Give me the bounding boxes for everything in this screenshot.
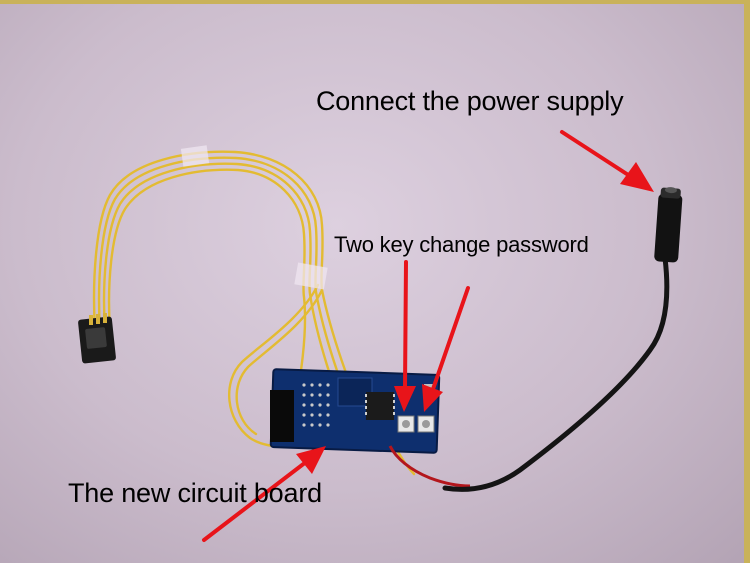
frame-top-edge	[0, 0, 750, 4]
arrow-power	[560, 130, 654, 192]
arrow-board	[202, 446, 326, 542]
password-keys-label: Two key change password	[334, 232, 589, 257]
power-cable	[442, 255, 670, 492]
sensor-module	[78, 313, 116, 364]
circuit-board	[269, 368, 441, 454]
arrow-key-left	[394, 260, 416, 412]
power-supply-label: Connect the power supply	[316, 86, 624, 116]
yellow-wire-bundle	[92, 150, 416, 476]
red-wire	[388, 445, 471, 488]
tape-top	[180, 145, 210, 167]
circuit-board-label: The new circuit board	[68, 478, 322, 508]
arrow-key-right	[422, 286, 470, 412]
frame-right-edge	[744, 0, 750, 563]
dc-jack	[654, 187, 683, 263]
tape-middle	[294, 262, 328, 290]
